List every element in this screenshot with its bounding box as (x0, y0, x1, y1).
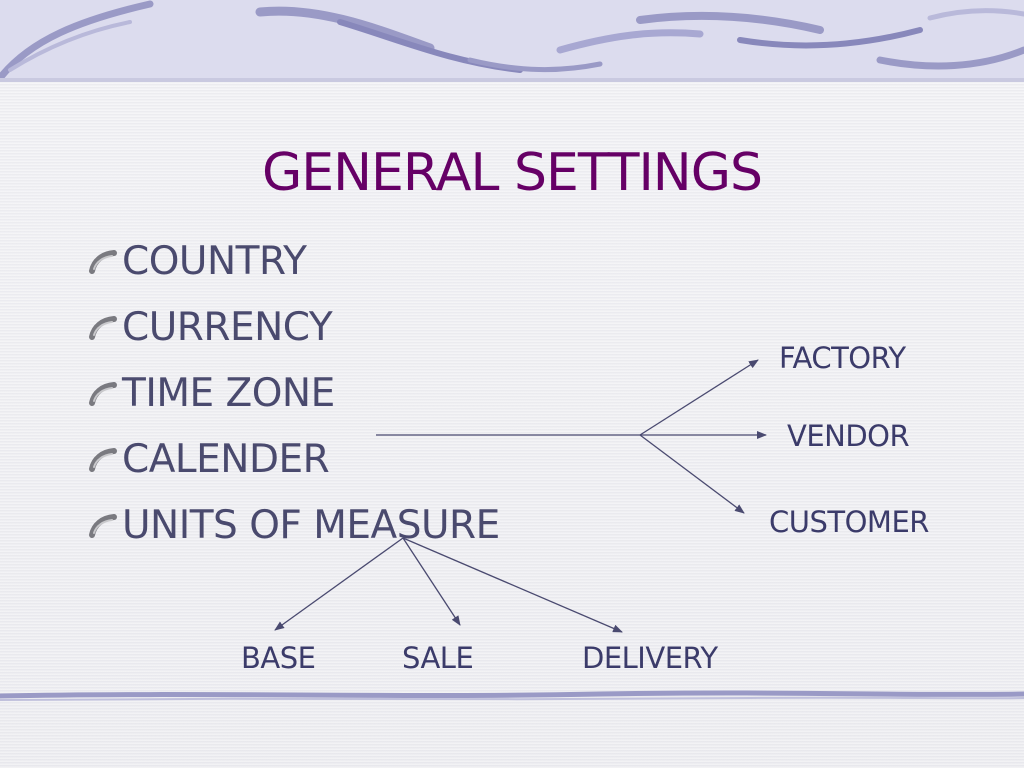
swirl-bullet-icon (89, 250, 117, 274)
label-customer: CUSTOMER (769, 505, 929, 539)
label-vendor: VENDOR (787, 419, 910, 453)
swirl-bullet-icon (89, 382, 117, 406)
settings-list: COUNTRY CURRENCY TIME ZONE CALENDER (86, 228, 500, 558)
swirl-bullet-icon (89, 514, 117, 538)
list-item-calender: CALENDER (86, 426, 500, 492)
arrow-to-factory (639, 359, 759, 436)
swirl-bullet-icon (89, 316, 117, 340)
list-item-label: CALENDER (122, 436, 330, 482)
list-item-label: COUNTRY (122, 238, 307, 284)
label-base: BASE (241, 641, 316, 675)
label-delivery: DELIVERY (582, 641, 718, 675)
list-item-label: UNITS OF MEASURE (122, 502, 500, 548)
arrow-to-customer (639, 434, 745, 514)
page-title: GENERAL SETTINGS (261, 143, 763, 203)
list-item-label: CURRENCY (122, 304, 333, 350)
label-sale: SALE (402, 641, 474, 675)
arrow-to-sale (402, 537, 461, 626)
arrow-to-delivery (402, 537, 623, 633)
decorative-swirl-banner (0, 0, 1024, 82)
arrow-to-base (274, 537, 404, 631)
list-item-units-of-measure: UNITS OF MEASURE (86, 492, 500, 558)
list-item-currency: CURRENCY (86, 294, 500, 360)
list-item-label: TIME ZONE (122, 370, 335, 416)
list-item-time-zone: TIME ZONE (86, 360, 500, 426)
label-factory: FACTORY (779, 341, 906, 375)
list-item-country: COUNTRY (86, 228, 500, 294)
swirl-bullet-icon (89, 448, 117, 472)
decorative-bottom-rule (0, 690, 1024, 701)
